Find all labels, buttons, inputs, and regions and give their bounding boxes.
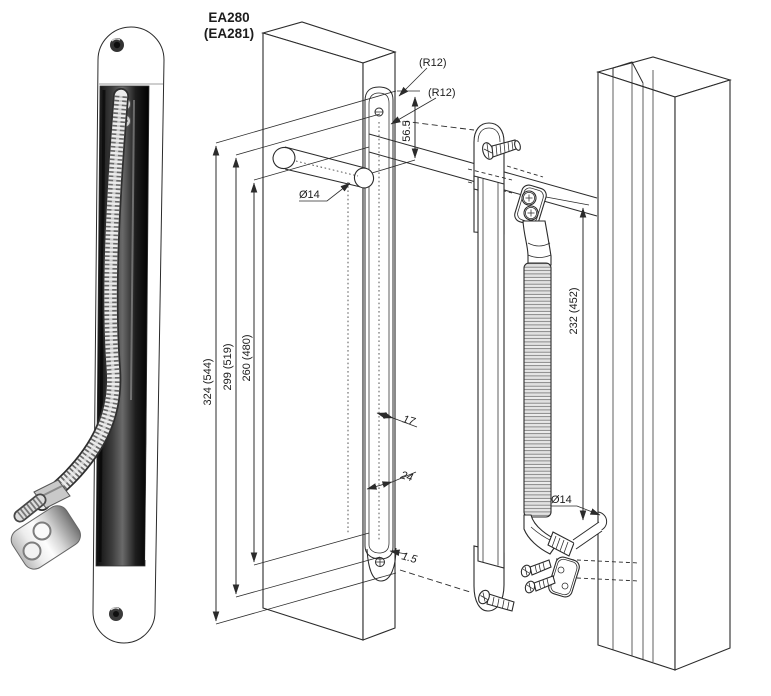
bottom-plate-screw <box>478 589 515 612</box>
recess-screw-hole-bottom <box>375 557 385 567</box>
dim-label-plate-length: 260 (480) <box>241 334 253 381</box>
dim-label-dia-bottom: Ø14 <box>551 494 572 506</box>
photo-bracket-hole-1 <box>32 521 52 541</box>
photo-hole-highlight-2 <box>110 607 120 611</box>
photo-plate-highlight <box>145 94 155 561</box>
dim-label-plate-width: 24 <box>398 469 414 484</box>
nipple-threads <box>551 535 569 554</box>
bottom-conduit-bracket <box>548 556 580 598</box>
leader-r12-inner <box>390 97 437 125</box>
model-title-alt: (EA281) <box>204 26 254 41</box>
photo-screw-hole-top-inner <box>113 41 121 49</box>
edge-recess-cutout <box>347 86 397 582</box>
photo-hole-highlight <box>111 38 121 42</box>
photo-mounting-bracket <box>10 505 81 570</box>
bottom-alignment-dash <box>399 569 471 593</box>
plate-bottom-arc <box>366 547 397 582</box>
dim-lip-depth <box>389 549 407 557</box>
dim-channel-width <box>376 411 418 428</box>
photo-bracket-hole-2 <box>22 541 42 561</box>
dim-plate-width <box>366 471 417 490</box>
dim-label-overall-length: 324 (544) <box>202 358 214 405</box>
dim-label-r12-inner: (R12) <box>428 87 456 99</box>
frame-rebate-lines <box>612 62 654 662</box>
frame-post <box>596 56 732 671</box>
dim-label-channel-width: 17 <box>401 413 417 428</box>
leader-dia-bottom <box>551 505 601 516</box>
flexible-conduit-coil <box>523 262 552 518</box>
dim-label-dia-top: Ø14 <box>299 189 320 201</box>
threaded-nipple <box>547 531 575 557</box>
bottom-bracket-screw-1 <box>520 559 552 578</box>
dim-label-top-offset: 56.5 <box>401 120 413 141</box>
photo-channel-shadow <box>98 89 106 563</box>
dim-label-loop-length: 232 (452) <box>568 287 580 334</box>
door-post <box>261 21 397 641</box>
dim-cutout-length <box>232 113 381 598</box>
loop-channel-housing <box>477 176 505 569</box>
top-alignment-dash <box>393 119 475 131</box>
channel-lip <box>473 175 479 191</box>
dim-loop-length <box>545 196 590 521</box>
photo-threaded-stub <box>13 493 47 523</box>
frame-rebate-notch <box>612 61 644 84</box>
frame-post-side-face <box>674 79 731 671</box>
screw-axis-dash <box>506 165 544 178</box>
dim-label-lip-depth: 1.5 <box>400 550 419 566</box>
photo-faceplate <box>92 26 165 644</box>
cable-hole-cylinder <box>272 146 375 189</box>
dim-overall-length <box>212 90 397 625</box>
dim-plate-length <box>250 146 370 566</box>
dim-label-r12-outer: (R12) <box>419 57 447 69</box>
photo-channel-reflection <box>130 99 135 401</box>
product-photo <box>10 26 165 644</box>
leader-dia-top <box>299 182 351 202</box>
photo-screw-hole-bottom-inner <box>113 611 119 617</box>
top-conduit-bracket <box>514 184 547 226</box>
model-title: EA280 <box>208 10 249 25</box>
frame-tube <box>572 521 603 550</box>
top-elbow <box>522 220 552 266</box>
dim-label-cutout-length: 299 (519) <box>222 343 234 390</box>
screw-threads <box>495 141 514 156</box>
top-plate-screw <box>482 139 521 160</box>
dimensions <box>212 67 601 625</box>
door-loop-assembly <box>467 122 603 612</box>
frame-post-front-face <box>597 71 676 671</box>
technical-drawing: EA280 (EA281) (R12) (R12) 56.5 Ø14 324 (… <box>202 10 732 671</box>
bottom-bracket-screw-2 <box>524 575 556 594</box>
leader-r12-outer <box>398 67 428 97</box>
